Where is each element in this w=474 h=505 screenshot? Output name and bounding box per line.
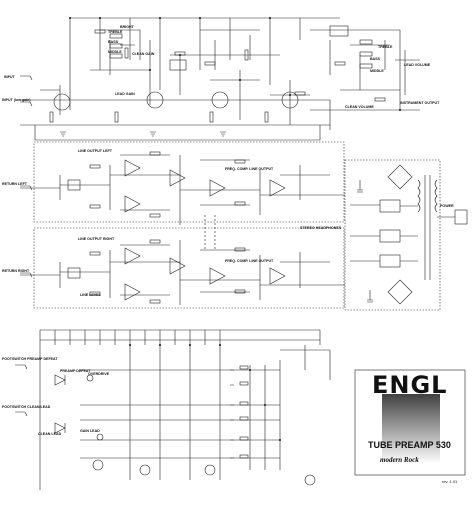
stereo-headphones-label: STEREO HEADPHONES (300, 226, 342, 230)
switching-junctions (129, 344, 281, 441)
instrument-output-label: INSTRUMENT OUTPUT (400, 101, 440, 105)
input-low-gain-label: INPUT (low gain) (2, 98, 31, 102)
middle1-label: MIDDLE (108, 50, 122, 54)
freq-comp-right-label: FREQ. COMP. LINE OUTPUT (225, 259, 274, 263)
preamp-junctions (69, 17, 401, 111)
power-supply-section (344, 159, 468, 311)
switching-section (15, 329, 331, 490)
return-right-section (20, 215, 345, 309)
bass2-label: BASS (370, 57, 381, 61)
treble1-label: TREBLE (108, 30, 123, 34)
title-block: ENGL TUBE PREAMP 530 modern Rock rev. 1.… (354, 369, 466, 484)
revision-text: rev. 1.01 (442, 479, 458, 484)
gain-lead-label: GAIN LEAD (80, 429, 100, 433)
brand-logo: ENGL (372, 371, 447, 399)
lead-gain-label: LEAD GAIN (115, 92, 135, 96)
return-right-label: RETURN RIGHT (2, 269, 30, 273)
lead-volume-label: LEAD VOLUME (404, 63, 431, 67)
line-level-label: LINE LEVEL (80, 293, 102, 297)
line-out-right-label: LINE OUTPUT RIGHT (78, 237, 115, 241)
clean-gain-label: CLEAN GAIN (132, 52, 155, 56)
input-label: INPUT (4, 75, 16, 79)
title-text: TUBE PREAMP 530 (368, 440, 451, 450)
bright-label: BRIGHT (120, 25, 135, 29)
treble2-label: TREBLE (378, 45, 393, 49)
bass1-label: BASS (108, 40, 119, 44)
overdrive-label: OVERDRIVE (88, 372, 110, 376)
return-left-section (20, 141, 345, 225)
power-label: POWER (440, 204, 454, 208)
footswitch-clean-label: FOOTSWITCH CLEAN/LEAD (2, 405, 51, 409)
middle2-label: MIDDLE (370, 69, 384, 73)
clean-lead-label: CLEAN LEAD (38, 432, 62, 436)
footswitch-preamp-label: FOOTSWITCH PREAMP DEFEAT (2, 357, 58, 361)
subtitle-text: modern Rock (380, 456, 419, 464)
clean-volume-label: CLEAN VOLUME (345, 105, 374, 109)
preamp-section (20, 17, 420, 141)
preamp-defeat-label: PREAMP DEFEAT (60, 369, 91, 373)
freq-comp-left-label: FREQ. COMP. LINE OUTPUT (225, 167, 274, 171)
return-left-label: RETURN LEFT (2, 182, 28, 186)
line-out-left-label: LINE OUTPUT LEFT (78, 149, 113, 153)
